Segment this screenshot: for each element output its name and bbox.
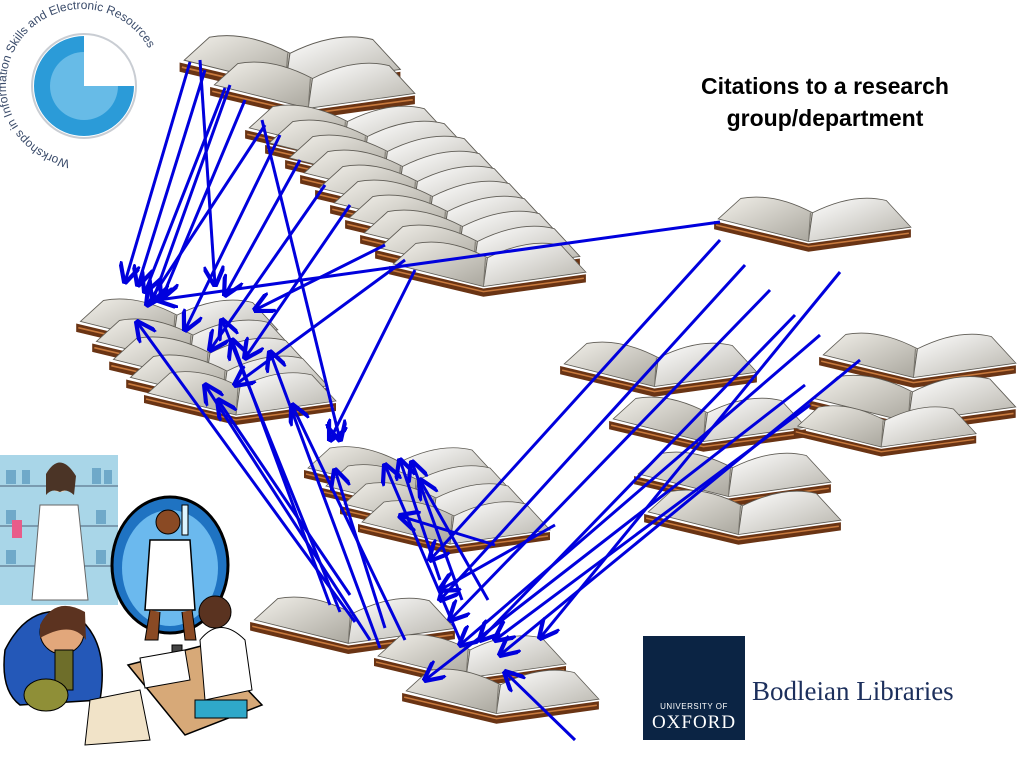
lab-scientist-woman-illustration [0,455,118,605]
citation-arrow [440,263,747,600]
student-with-microscope-illustration [3,605,151,746]
citation-arrow [335,470,387,629]
citation-arrow [198,59,215,285]
bodleian-libraries-logo: Bodleian Libraries [752,676,954,706]
book-cluster-middle-left [75,298,337,426]
citation-arrow [162,99,247,298]
citation-arrow [460,333,821,645]
workshop-logo: Workshops in Information Skills and Elec… [0,0,158,171]
citation-arrow [218,400,352,596]
citation-arrow [480,313,797,640]
title-line-2: group/department [726,105,924,131]
scientist-with-flask-illustration [110,495,230,641]
citation-arrow [205,385,372,641]
citation-arrow [425,383,806,680]
citation-arrow [225,159,302,295]
citation-arrow [540,271,842,638]
book-icon [713,196,912,253]
slide-title: Citations to a research group/department [640,70,1010,134]
citation-arrow [495,403,811,640]
citation-arrow [500,358,861,655]
citation-arrow [185,134,282,330]
citation-arrow [145,87,227,292]
citation-arrow [420,480,490,601]
citation-arrow [450,288,772,620]
citation-arrow [430,238,722,560]
citation-arrow [330,269,417,440]
citation-arrow [147,124,267,305]
citation-arrow [260,119,340,440]
citation-arrow [505,672,577,742]
oxford-label: OXFORD [651,712,737,733]
citation-arrow [153,84,232,300]
university-of-label: UNIVERSITY OF [660,702,728,711]
title-line-1: Citations to a research [701,73,949,99]
book-single-top-right [713,196,912,253]
citation-arrow [158,220,721,300]
book-cluster-far-right [793,332,1017,458]
citation-arrows [125,59,861,742]
university-of-oxford-logo: UNIVERSITY OF OXFORD [643,636,745,740]
citation-arrow [235,258,406,385]
citation-arrow [125,61,192,282]
book-icon [559,341,758,398]
citation-arrow [138,69,207,285]
book-cluster-top-left [178,34,587,298]
citation-arrow [270,352,382,649]
citation-arrow [232,340,332,606]
scientist-at-microscope-illustration [126,595,264,736]
citation-arrow [440,523,556,590]
citation-arrow [292,405,407,641]
